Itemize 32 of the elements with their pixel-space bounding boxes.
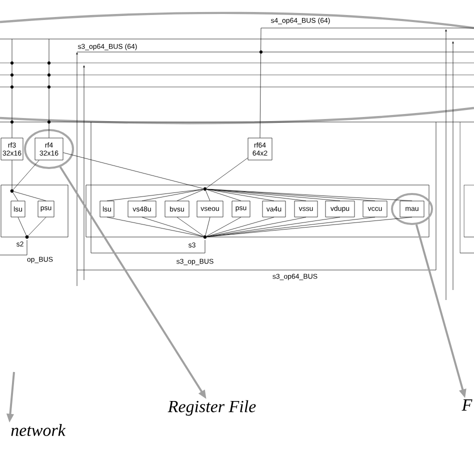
wire <box>12 192 18 201</box>
wire <box>106 189 204 201</box>
wire <box>206 217 376 237</box>
wire <box>206 189 242 201</box>
callout-text: Register File <box>168 400 256 416</box>
wire <box>176 217 204 236</box>
wire <box>206 217 274 237</box>
wire <box>206 158 248 188</box>
wire <box>206 188 412 201</box>
wire <box>206 190 210 201</box>
wire <box>206 189 306 201</box>
wire <box>260 28 262 138</box>
highlight-ellipse <box>391 193 433 225</box>
wire <box>206 189 274 201</box>
callout-text: F <box>462 399 472 411</box>
wire <box>142 189 204 201</box>
wire <box>206 217 242 236</box>
wire <box>142 217 204 237</box>
wire <box>106 217 204 237</box>
callout-text: network <box>11 424 66 436</box>
wire <box>205 217 210 236</box>
wire <box>176 190 204 201</box>
wire <box>206 217 412 238</box>
wire <box>206 217 306 237</box>
wire <box>63 152 204 189</box>
highlight-ellipse <box>24 129 74 169</box>
wire <box>14 191 46 201</box>
wire <box>13 160 40 190</box>
wire <box>28 217 46 236</box>
wire <box>206 217 340 237</box>
wire <box>48 38 50 138</box>
wire <box>18 217 26 236</box>
